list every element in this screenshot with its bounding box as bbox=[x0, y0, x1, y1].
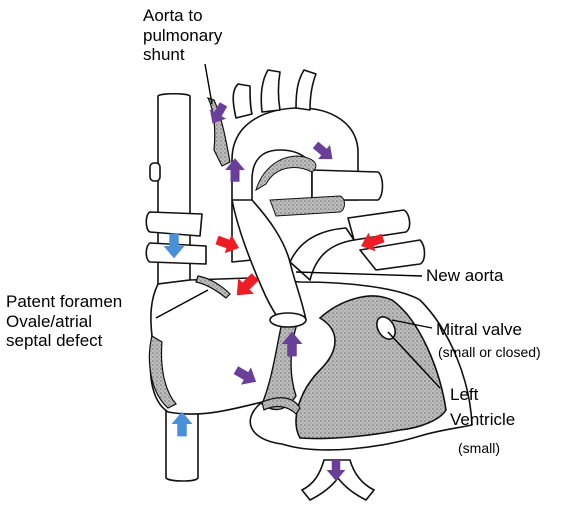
label-shunt-line2: pulmonary bbox=[143, 26, 222, 46]
semilunar-valve bbox=[270, 313, 306, 327]
head-vessel-left bbox=[233, 84, 252, 118]
label-new-aorta: New aorta bbox=[426, 266, 503, 286]
label-pfo-line1: Patent foramen bbox=[6, 292, 122, 312]
head-vessel-right bbox=[296, 70, 316, 110]
label-pfo-line3: septal defect bbox=[6, 331, 122, 351]
label-shunt-line1: Aorta to bbox=[143, 6, 222, 26]
label-lv-line2: Ventricle bbox=[450, 410, 515, 430]
right-pulmonary-vessel-1 bbox=[150, 163, 160, 181]
label-lv-line1: Left bbox=[450, 385, 478, 405]
head-vessel-middle bbox=[261, 70, 280, 112]
arch-lining bbox=[256, 156, 316, 190]
label-mitral-sub: (small or closed) bbox=[438, 344, 541, 360]
label-pfo-line2: Ovale/atrial bbox=[6, 312, 122, 332]
label-shunt-line3: shunt bbox=[143, 45, 222, 65]
right-pulmonary-vessel-2 bbox=[146, 212, 202, 236]
label-shunt: Aorta to pulmonary shunt bbox=[143, 6, 222, 65]
pulmonary-branch-inner bbox=[270, 196, 345, 216]
descending-aorta bbox=[312, 170, 383, 200]
label-mitral: Mitral valve bbox=[436, 320, 522, 340]
label-lv-line3: (small) bbox=[458, 440, 500, 456]
label-pfo: Patent foramen Ovale/atrial septal defec… bbox=[6, 292, 122, 351]
leader-new-aorta bbox=[296, 272, 422, 276]
